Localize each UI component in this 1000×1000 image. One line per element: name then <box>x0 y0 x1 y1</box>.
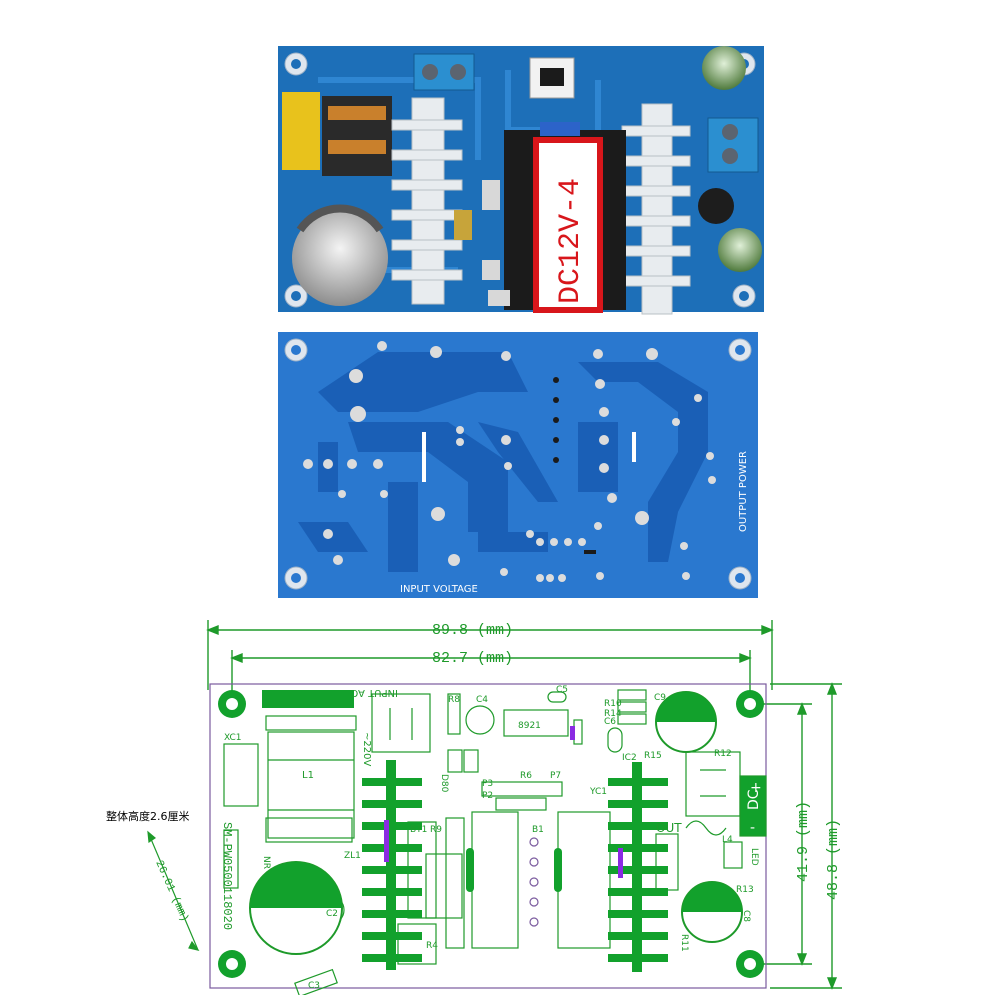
label-r11: R11 <box>679 934 689 952</box>
label-c9: C9 <box>654 693 666 703</box>
label-nr: NR <box>261 856 271 869</box>
output-inductor <box>698 188 734 224</box>
output-capacitor-bottom <box>718 228 762 272</box>
pcb-bottom-photo: INPUT VOLTAGE OUTPUT POWER <box>278 332 758 598</box>
dim-height-inner: 41.9 (mm) <box>795 801 812 882</box>
label-b1: B1 <box>532 825 544 835</box>
label-input-ac: INPUT AC <box>351 687 398 698</box>
label-c4: C4 <box>476 695 488 705</box>
label-r8: R8 <box>448 695 460 705</box>
label-dc-plus: + <box>750 780 762 796</box>
label-r4: R4 <box>426 941 438 951</box>
drawing-heatsinks <box>362 760 668 972</box>
label-r15: R15 <box>644 751 662 761</box>
pcb-top-photo: DC12V-4 <box>278 46 764 315</box>
label-220v: ~220V <box>361 732 372 766</box>
label-r6: R6 <box>520 771 532 781</box>
x-capacitor <box>282 92 320 170</box>
label-c8: C8 <box>741 910 751 922</box>
output-power-label: OUTPUT POWER <box>738 451 749 532</box>
label-yc1: YC1 <box>589 787 607 797</box>
label-r9: R9 <box>430 825 442 835</box>
board-code: SM-PW0500118020 <box>220 822 234 930</box>
label-l4: L4 <box>722 835 733 845</box>
label-bt1: BT1 <box>410 825 427 835</box>
label-p3: P3 <box>482 779 493 789</box>
height-note: 整体高度2.6厘米 <box>106 809 190 823</box>
label-p2: P2 <box>482 791 493 801</box>
label-p7: P7 <box>550 771 561 781</box>
transformer-pads <box>553 377 559 463</box>
label-xc1: XC1 <box>224 733 242 743</box>
label-out: OUT <box>656 821 682 835</box>
label-c3: C3 <box>308 981 320 991</box>
bulk-capacitor <box>292 210 388 306</box>
dim-width-outer: 89.8 (mm) <box>432 622 513 639</box>
label-dc-minus: - <box>750 820 755 836</box>
label-ic2: IC2 <box>622 753 637 763</box>
label-d80: D80 <box>439 774 449 793</box>
drawing-capacitors <box>249 691 743 955</box>
label-r12: R12 <box>714 749 732 759</box>
label-r13: R13 <box>736 885 754 895</box>
pcb-dimension-drawing: 89.8 (mm) 82.7 (mm) 41.9 (mm) 48.8 (mm) … <box>106 620 842 995</box>
heatsink-left <box>391 97 463 305</box>
output-capacitor-top <box>702 46 746 90</box>
transformer-label: DC12V-4 <box>554 178 588 304</box>
label-ic: 8921 <box>518 721 541 731</box>
label-dc: DC <box>746 789 762 810</box>
height-dim: 26.01 (mm) <box>152 859 190 924</box>
label-zl1: ZL1 <box>344 851 361 861</box>
label-c6: C6 <box>604 717 616 727</box>
label-l1: L1 <box>302 770 314 781</box>
dim-width-inner: 82.7 (mm) <box>432 650 513 667</box>
label-led: LED <box>749 848 759 866</box>
label-c2: C2 <box>326 909 338 919</box>
label-r14: R14 <box>604 709 622 719</box>
copper-traces <box>298 352 708 572</box>
label-r10: R10 <box>604 699 622 709</box>
input-voltage-label: INPUT VOLTAGE <box>400 584 478 595</box>
dim-height-outer: 48.8 (mm) <box>825 819 842 900</box>
label-c5: C5 <box>556 685 568 695</box>
heatsink-right <box>621 103 691 315</box>
solder-pads <box>303 341 716 582</box>
transformer-label-box <box>533 137 603 313</box>
